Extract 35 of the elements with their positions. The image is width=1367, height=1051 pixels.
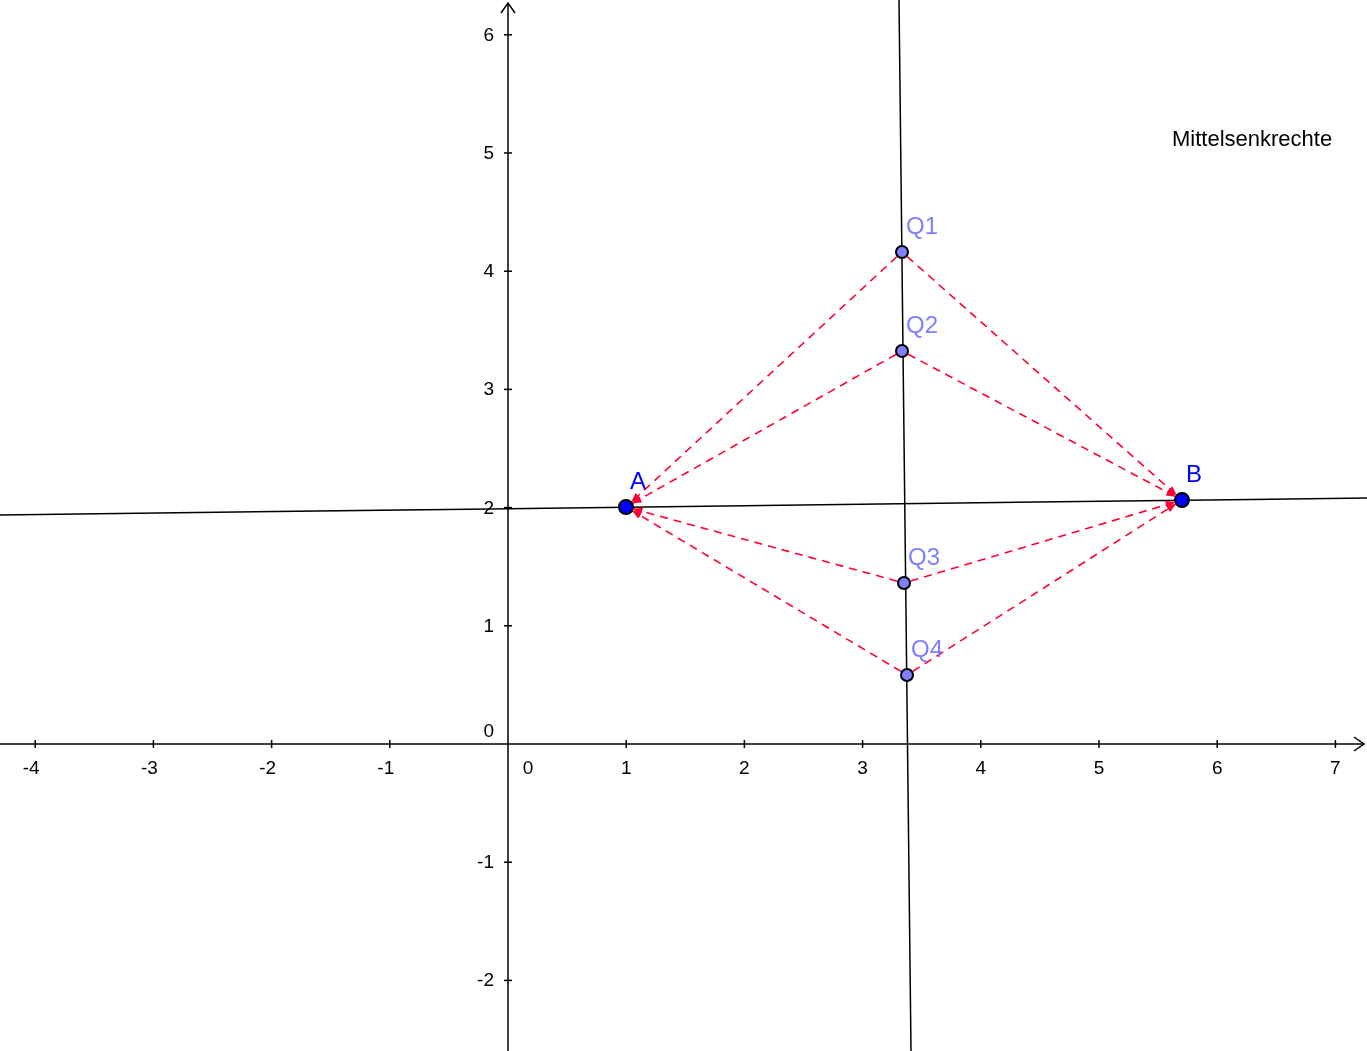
- dashed-vector: [912, 503, 1177, 673]
- dashed-vector: [631, 255, 898, 503]
- tick-label: 6: [483, 24, 494, 44]
- tick-label: 4: [975, 758, 987, 777]
- dashed-vector: [906, 255, 1177, 496]
- line-label: Mittelsenkrechte: [1172, 128, 1333, 150]
- point-label: Q4: [911, 637, 943, 661]
- tick-label: 1: [483, 615, 494, 635]
- point-label: Q2: [906, 313, 938, 337]
- tick-label: 1: [620, 758, 632, 777]
- tick-label: 3: [483, 379, 494, 399]
- tick-label: -2: [477, 970, 494, 990]
- tick-label: 5: [1093, 758, 1105, 777]
- dashed-vector: [632, 353, 897, 504]
- tick-label: -4: [22, 758, 40, 777]
- tick-label: 6: [1211, 758, 1223, 777]
- point-label: A: [630, 469, 646, 493]
- tick-label: -1: [377, 758, 395, 777]
- dashed-vector: [632, 507, 899, 582]
- tick-label: -2: [259, 758, 277, 777]
- tick-label: 0: [483, 721, 494, 740]
- point-label: B: [1186, 462, 1202, 486]
- point-label: Q1: [906, 214, 938, 238]
- tick-label: -1: [477, 852, 494, 872]
- tick-label: 3: [857, 758, 868, 777]
- dashed-vector: [909, 501, 1176, 582]
- tick-label: 5: [483, 143, 494, 162]
- dashed-vector: [632, 510, 902, 673]
- tick-label: 4: [483, 261, 494, 281]
- dashed-vector: [907, 353, 1176, 498]
- point-label: Q3: [908, 545, 940, 569]
- tick-label: -3: [140, 758, 158, 777]
- tick-label: 2: [739, 758, 750, 777]
- tick-label: 7: [1330, 758, 1341, 777]
- tick-label: 0: [522, 758, 534, 777]
